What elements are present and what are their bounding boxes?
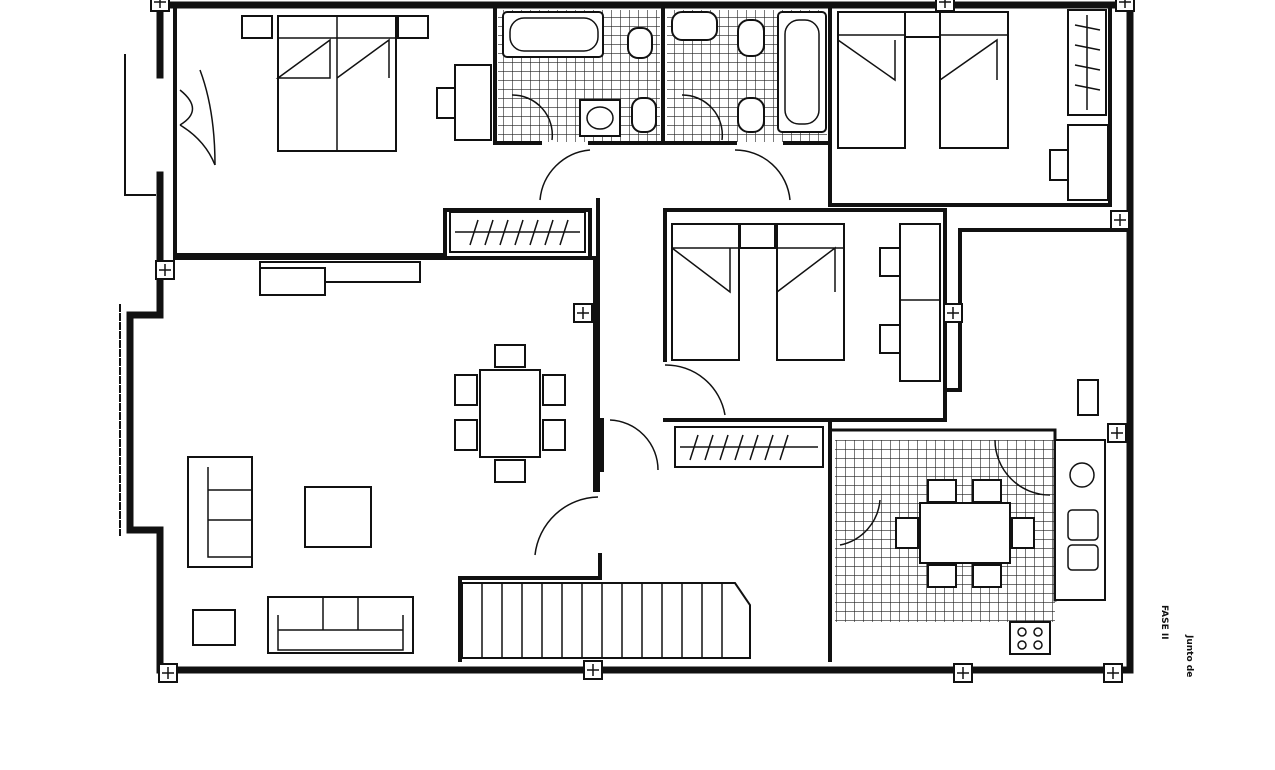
- bedroom-1-furniture: [241, 15, 586, 253]
- column-marker-cross: [1114, 214, 1126, 226]
- column-markers: [150, 0, 1135, 683]
- column-marker-cross: [957, 667, 969, 679]
- column-marker-cross: [159, 264, 171, 276]
- column-marker-cross: [947, 307, 959, 319]
- bedroom-2-furniture: [837, 9, 1109, 201]
- bedroom-3-furniture: [671, 223, 941, 468]
- interior-walls: [173, 6, 1132, 662]
- living-dining-furniture: [187, 261, 566, 654]
- column-marker-cross: [587, 664, 599, 676]
- column-marker-cross: [162, 667, 174, 679]
- door-swings: [179, 69, 1051, 556]
- column-marker-cross: [1111, 427, 1123, 439]
- outer-walls: [119, 1, 1134, 674]
- column-marker-cross: [577, 307, 589, 319]
- phase-label: FASE II: [1159, 605, 1169, 640]
- column-marker-cross: [1107, 667, 1119, 679]
- column-marker-cross: [154, 0, 166, 8]
- staircase: [461, 582, 751, 659]
- column-marker-cross: [1119, 0, 1131, 8]
- note-label: Junto de: [1184, 634, 1194, 677]
- bathroom-fixtures: [502, 11, 827, 141]
- column-marker-cross: [939, 0, 951, 8]
- kitchen-furniture: [895, 379, 1106, 655]
